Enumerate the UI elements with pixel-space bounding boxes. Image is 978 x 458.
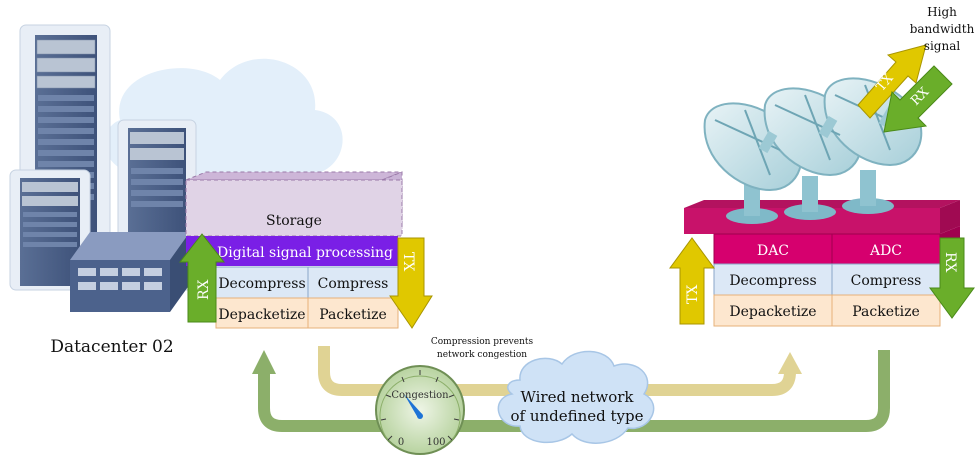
network-cloud (497, 350, 655, 444)
datacenter-label: Datacenter 02 (50, 337, 173, 357)
signal-label-line3: signal (924, 39, 961, 53)
compression-note-line1: Compression prevents (431, 337, 534, 347)
antenna-packetize-cell (831, 294, 941, 327)
antenna-tx-label: TX (685, 285, 701, 304)
antenna-compress-label: Compress (851, 273, 922, 289)
antenna-depacketize-label: Depacketize (729, 304, 816, 320)
dac-cell (713, 233, 833, 265)
antenna-decompress-cell (713, 263, 833, 296)
green-path-arrowhead (252, 350, 276, 374)
compress-label: Compress (318, 276, 389, 292)
server-rack-group (9, 24, 197, 312)
adc-cell (831, 233, 941, 265)
depacketize-label: Depacketize (218, 307, 305, 323)
dsp-label: Digital signal processing (217, 245, 393, 261)
datacenter-rx-label: RX (196, 279, 212, 300)
gauge-min-label: 0 (398, 437, 404, 448)
antenna-packetize-label: Packetize (852, 304, 920, 320)
air-tx-arrow (857, 44, 927, 119)
storage-label: Storage (266, 213, 322, 229)
datacenter-stack: Storage Digital signal processing Decomp… (178, 171, 433, 329)
gauge-max-label: 100 (426, 437, 445, 448)
datacenter-tx-label: TX (400, 252, 416, 271)
antenna-depacketize-cell (713, 294, 833, 327)
antenna-rx-label: RX (942, 252, 958, 273)
gauge-label: Congestion (391, 390, 449, 401)
packetize-label: Packetize (319, 307, 387, 323)
antenna-compress-cell (831, 263, 941, 296)
satellite-dishes (703, 77, 923, 224)
storage-layer (185, 179, 403, 237)
congestion-gauge: Congestion 0 100 (375, 365, 465, 455)
adc-label: ADC (869, 243, 902, 259)
antenna-rx-arrow (929, 237, 975, 319)
antenna-decompress-label: Decompress (729, 273, 816, 289)
decompress-label: Decompress (218, 276, 305, 292)
datacenter-tx-arrow (389, 237, 433, 329)
dac-label: DAC (757, 243, 789, 259)
depacketize-cell (215, 297, 309, 329)
yellow-data-path (318, 346, 796, 396)
cloud-label-line1: Wired network (520, 388, 634, 406)
antenna-tx-arrow (669, 237, 715, 325)
compression-note-line2: network congestion (437, 350, 527, 360)
gauge-needle (404, 394, 422, 418)
signal-label-line1: High (927, 5, 957, 19)
antenna-stack: DAC ADC Decompress Compress Depacketize … (669, 200, 975, 327)
air-rx-arrow (883, 65, 953, 133)
packetize-cell (307, 297, 399, 329)
yellow-path-arrowhead (778, 352, 802, 374)
signal-label-line2: bandwidth (910, 22, 975, 36)
datacenter-rx-arrow (178, 233, 226, 323)
cloud-label-line2: of undefined type (510, 407, 643, 425)
